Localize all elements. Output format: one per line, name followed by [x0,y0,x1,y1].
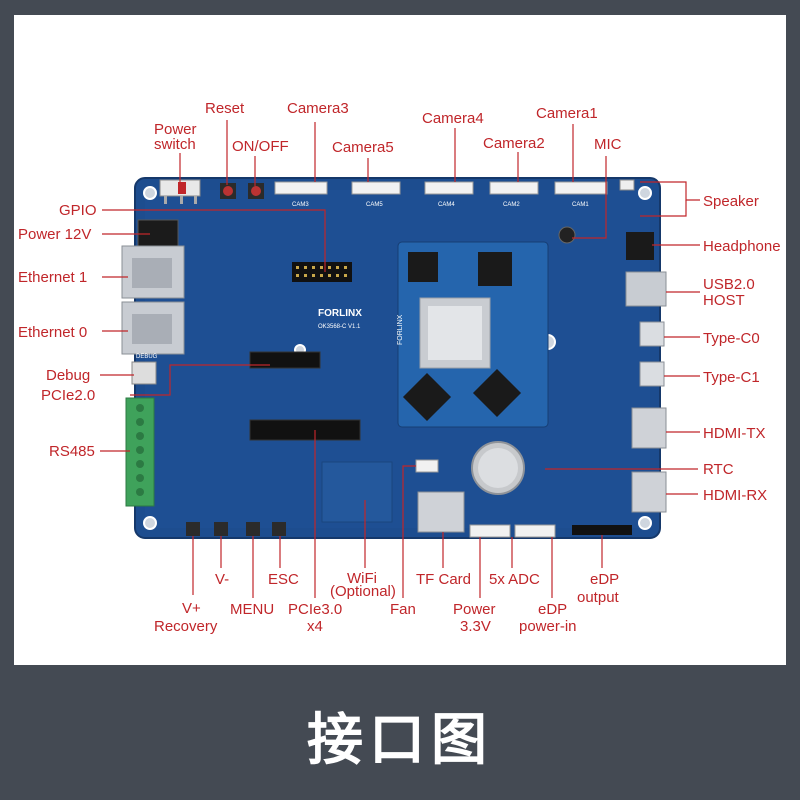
label-menu: MENU [230,601,274,618]
label-gpio: GPIO [59,202,97,219]
onoff-button-part [248,183,264,199]
fan-header [415,459,439,473]
debug-port [131,361,157,385]
label-vminus: V- [215,571,229,588]
label-mic: MIC [594,136,622,153]
label-camera2: Camera2 [483,135,545,152]
label-debug: Debug [46,367,90,384]
label-vplus-1: V+ [182,600,201,617]
leader-lines [100,120,700,598]
gpio-header [292,262,352,282]
label-power-12v: Power 12V [18,226,91,243]
label-typec1: Type-C1 [703,369,760,386]
board-brand: FORLINX [318,308,362,319]
label-usb-2: HOST [703,292,745,309]
cam5-silk: CAM5 [366,202,383,208]
label-camera3: Camera3 [287,100,349,117]
label-esc: ESC [268,571,299,588]
adc-connector [469,524,511,538]
label-tfcard: TF Card [416,571,471,588]
label-pcie2: PCIe2.0 [41,387,95,404]
cam1-silk: CAM1 [572,202,589,208]
label-ethernet0: Ethernet 0 [18,324,87,341]
label-ethernet1: Ethernet 1 [18,269,87,286]
label-camera5: Camera5 [332,139,394,156]
pcie2-slot [249,351,321,369]
callout-labels: Power switch Reset ON/OFF Camera3 Camera… [18,100,781,635]
footer-title: 接口图 [307,707,493,773]
label-hdmi-rx: HDMI-RX [703,487,767,504]
label-rs485: RS485 [49,443,95,460]
mic-part [558,226,576,244]
label-wifi-1: WiFi [347,570,377,587]
label-edp-out-1: eDP [590,571,619,588]
label-edp-in-2: power-in [519,618,577,635]
wifi-area [321,461,393,523]
label-headphone: Headphone [703,238,781,255]
label-rtc: RTC [703,461,734,478]
cam4-silk: CAM4 [438,202,455,208]
label-fan: Fan [390,601,416,618]
edp-power-connector [514,524,556,538]
right-side-ports [619,179,667,513]
label-power-switch-2: switch [154,136,196,153]
board-model: OK3568-C V1.1 [318,324,361,330]
label-pcie3-1: PCIe3.0 [288,601,342,618]
label-reset: Reset [205,100,245,117]
label-edp-out-2: output [577,589,620,606]
board-diagram: CAM3 CAM5 CAM4 CAM2 CAM1 DEBUG [18,100,781,635]
label-usb-1: USB2.0 [703,276,755,293]
som-brand-silk: FORLINX [397,314,404,345]
label-pcie3-2: x4 [307,618,323,635]
pcie3-slot [249,419,361,441]
tf-card-slot [417,491,465,533]
label-typec0: Type-C0 [703,330,760,347]
label-power33-1: Power [453,601,496,618]
label-power33-2: 3.3V [460,618,491,635]
label-camera4: Camera4 [422,110,484,127]
camera-connectors: CAM3 CAM5 CAM4 CAM2 CAM1 [274,181,608,208]
label-on-off: ON/OFF [232,138,289,155]
label-camera1: Camera1 [536,105,598,122]
label-wifi-2: (Optional) [330,583,396,600]
cam2-silk: CAM2 [503,202,520,208]
som-module: FORLINX [397,241,549,428]
reset-button-part [220,183,236,199]
rs485-terminal [125,397,155,507]
label-edp-in-1: eDP [538,601,567,618]
label-vplus-2: Recovery [154,618,218,635]
edp-output-connector [572,525,632,535]
bottom-buttons [186,522,286,536]
debug-silk: DEBUG [136,354,158,360]
label-power-switch-1: Power [154,121,197,138]
ethernet-ports [121,245,185,355]
cam3-silk: CAM3 [292,202,309,208]
label-speaker: Speaker [703,193,759,210]
label-adc: 5x ADC [489,571,540,588]
label-hdmi-tx: HDMI-TX [703,425,766,442]
